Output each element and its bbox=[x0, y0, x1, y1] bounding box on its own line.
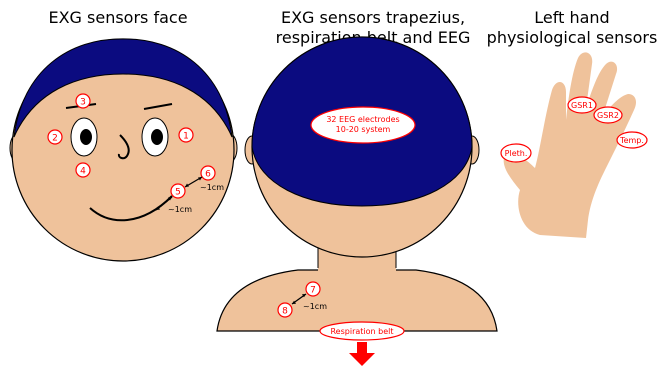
eeg-label: 32 EEG electrodes 10-20 system bbox=[311, 107, 415, 143]
face-figure: 1 2 3 4 5 6 ~1cm bbox=[10, 39, 237, 261]
svg-text:1: 1 bbox=[183, 132, 189, 142]
svg-text:Respiration belt: Respiration belt bbox=[330, 327, 393, 336]
face-electrode-4: 4 bbox=[76, 163, 90, 177]
face-electrode-5: 5 bbox=[171, 184, 185, 198]
svg-text:GSR1: GSR1 bbox=[571, 101, 593, 110]
respiration-belt-label: Respiration belt bbox=[320, 322, 404, 340]
trapezius-distance-label: ~1cm bbox=[303, 302, 327, 311]
svg-text:8: 8 bbox=[282, 307, 288, 317]
hand-figure: GSR1 GSR2 Temp. Pleth. bbox=[501, 52, 647, 238]
face-lower-distance-label: ~1cm bbox=[168, 205, 192, 214]
face-electrode-2: 2 bbox=[48, 130, 62, 144]
svg-text:GSR2: GSR2 bbox=[597, 111, 619, 120]
sensor-gsr1: GSR1 bbox=[568, 97, 596, 113]
svg-text:Temp.: Temp. bbox=[619, 136, 644, 145]
trapezius-electrode-7: 7 bbox=[306, 282, 320, 296]
face-electrode-6: 6 bbox=[201, 166, 215, 180]
sensor-temp: Temp. bbox=[617, 132, 647, 148]
face-right-pupil bbox=[151, 129, 163, 145]
face-left-pupil bbox=[80, 129, 92, 145]
svg-text:Pleth.: Pleth. bbox=[505, 149, 528, 158]
svg-text:32 EEG electrodes: 32 EEG electrodes bbox=[326, 115, 399, 124]
svg-text:7: 7 bbox=[310, 286, 316, 296]
svg-text:10-20 system: 10-20 system bbox=[336, 125, 391, 134]
svg-text:6: 6 bbox=[205, 170, 211, 180]
svg-text:3: 3 bbox=[80, 98, 86, 108]
trapezius-figure: 32 EEG electrodes 10-20 system 7 8 ~1cm … bbox=[217, 37, 497, 366]
respiration-arrow-icon bbox=[349, 342, 375, 366]
sensor-gsr2: GSR2 bbox=[594, 107, 622, 123]
face-electrode-3: 3 bbox=[76, 94, 90, 108]
svg-text:2: 2 bbox=[52, 134, 58, 144]
face-upper-distance-label: ~1cm bbox=[200, 183, 224, 192]
face-electrode-1: 1 bbox=[179, 128, 193, 142]
svg-text:4: 4 bbox=[80, 167, 86, 177]
trapezius-electrode-8: 8 bbox=[278, 303, 292, 317]
svg-text:5: 5 bbox=[175, 188, 181, 198]
sensor-pleth: Pleth. bbox=[501, 144, 531, 162]
